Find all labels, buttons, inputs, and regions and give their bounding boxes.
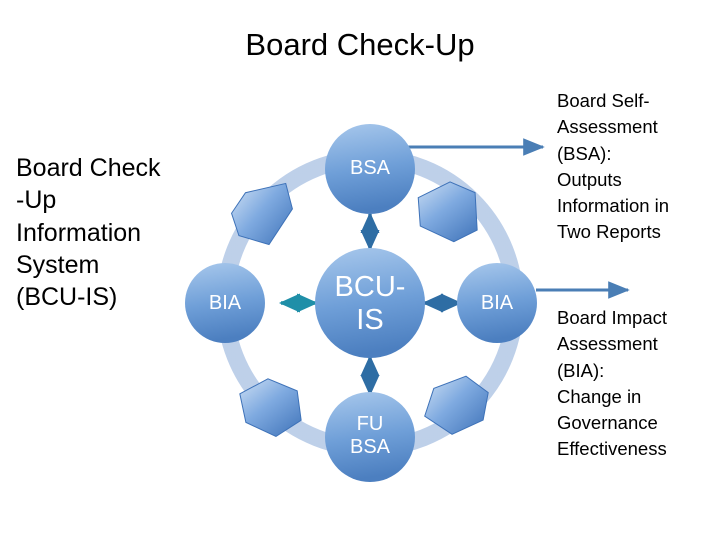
- note-board-self-assessment: Board Self- Assessment (BSA): Outputs In…: [557, 90, 670, 243]
- node-bia-right[interactable]: [457, 263, 537, 343]
- left-system-label: Board Check -Up Information System (BCU-…: [16, 154, 161, 311]
- node-fubsa-bottom[interactable]: [325, 392, 415, 482]
- chevron-bottom-left: [239, 378, 302, 438]
- note-board-impact-assessment: Board Impact Assessment (BIA): Change in…: [557, 307, 668, 460]
- chevron-top-right: [417, 181, 478, 243]
- node-bia-left[interactable]: [185, 263, 265, 343]
- page-title: Board Check-Up: [245, 27, 475, 62]
- chevron-bottom-right: [424, 375, 489, 435]
- chevron-top-left: [230, 182, 293, 246]
- node-bsa-top[interactable]: [325, 124, 415, 214]
- node-bcu-is-center[interactable]: [315, 248, 425, 358]
